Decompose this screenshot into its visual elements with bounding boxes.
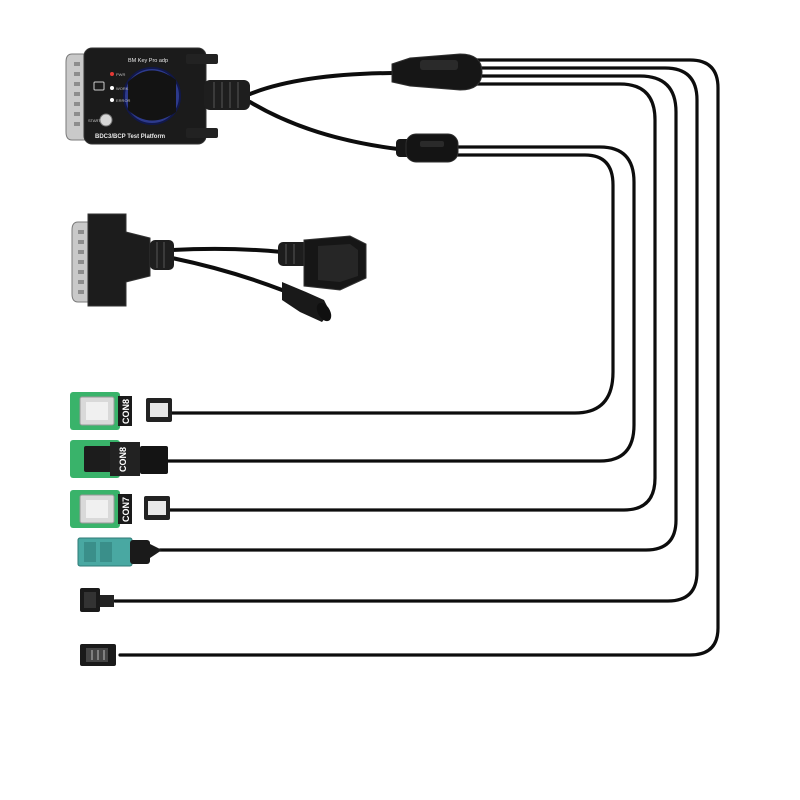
module-top-label: BM Key Pro adp [128,58,168,64]
error-label: ERROR [116,98,131,103]
black-4pin-connector [80,588,114,612]
cable-to-teal-connector [158,74,678,552]
cable-to-con8-mid [166,145,636,463]
con8-top-label: CON8 [121,399,131,424]
con7-connector: CON7 [70,490,170,528]
start-button[interactable] [99,113,113,127]
pwr-label: PWR [116,72,125,77]
pwr-led-icon [110,72,114,76]
splitter-4way [391,53,483,91]
con8-mid-connector: CON8 [70,440,168,478]
trunk-cable-lower [248,100,400,151]
trunk-cable-upper [248,71,394,96]
cable-to-con7 [166,82,657,512]
car-icon [93,81,105,91]
teal-connector [77,537,162,567]
cable-to-white-connector [118,58,720,657]
bdc3-test-module: PWR WORK ERROR START BM Key Pro adp BDC3… [65,47,250,145]
con8-top-connector: CON8 [70,392,172,430]
obd-y-cable-upper [170,246,284,254]
work-led-icon [110,86,114,90]
con7-label: CON7 [121,497,131,522]
module-bottom-label: BDC3/BCP Test Platform [95,134,165,140]
db25-obd-adapter [71,213,367,322]
small-black-connector [80,644,116,666]
cable-to-4pin-connector [113,66,699,603]
obd-y-cable-lower [170,256,284,292]
start-label: START [88,118,101,123]
splitter-2way [396,133,459,163]
error-led-icon [110,98,114,102]
cable-to-con8-top [170,153,615,415]
con8-mid-label: CON8 [118,447,128,472]
work-label: WORK [116,86,129,91]
cables [113,58,720,657]
